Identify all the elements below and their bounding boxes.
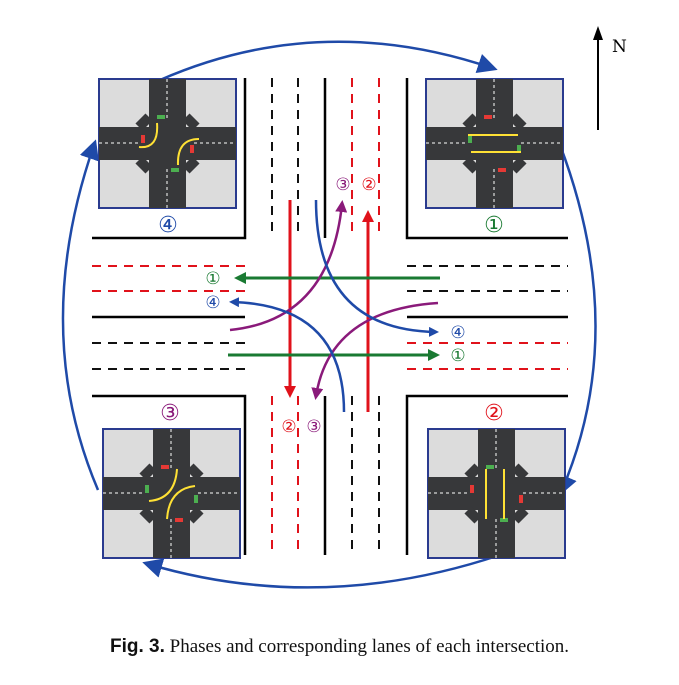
phase-3-movements: [229, 200, 439, 400]
westbound-to-south-left-arrow: [311, 301, 439, 400]
north-label: N: [612, 37, 627, 57]
intersection-phase-diagram: N: [61, 26, 627, 589]
label-south-phase-3: ③: [306, 417, 321, 437]
label-west-phase-1: ①: [205, 269, 220, 289]
label-north-phase-2: ②: [361, 175, 376, 195]
cycle-arrow-1-to-2: [558, 144, 597, 496]
road-curbs: [92, 78, 568, 555]
phase-3-thumbnail: [102, 428, 241, 559]
northbound-to-west-left-arrow: [229, 297, 346, 413]
phase-2-thumbnail: [427, 428, 566, 559]
eastbound-to-north-left-arrow: [229, 200, 348, 332]
label-east-phase-1: ①: [450, 346, 465, 366]
compass: N: [593, 26, 627, 130]
southbound-to-east-left-arrow: [314, 199, 439, 337]
figure-caption: Fig. 3. Phases and corresponding lanes o…: [0, 636, 679, 658]
phase-4-movements: [229, 199, 439, 413]
thumbnail-label-phase-1: ①: [484, 213, 504, 238]
thumbnail-label-phase-4: ④: [158, 213, 178, 238]
thumbnail-label-phase-2: ②: [484, 401, 504, 426]
phase-cycle-arrows: [61, 40, 597, 589]
label-west-phase-4: ④: [205, 293, 220, 313]
label-north-phase-3: ③: [335, 175, 350, 195]
caption-prefix: Fig. 3.: [109, 636, 165, 657]
lane-markings: [92, 78, 568, 555]
cycle-arrow-3-to-4: [61, 139, 100, 491]
phase-1-thumbnail: [425, 78, 564, 209]
thumbnail-phase-labels: ④ ① ③ ②: [158, 213, 504, 426]
cycle-arrow-2-to-3: [142, 553, 501, 589]
thumbnail-label-phase-3: ③: [160, 401, 180, 426]
label-east-phase-4: ④: [450, 323, 465, 343]
lane-phase-labels: ③ ② ① ④ ④ ① ② ③: [205, 175, 465, 437]
phase-2-movements: [284, 200, 374, 412]
caption-text: Phases and corresponding lanes of each i…: [169, 636, 570, 657]
phase-4-thumbnail: [98, 78, 237, 209]
label-south-phase-2: ②: [281, 417, 296, 437]
cycle-arrow-4-to-1: [159, 40, 498, 82]
